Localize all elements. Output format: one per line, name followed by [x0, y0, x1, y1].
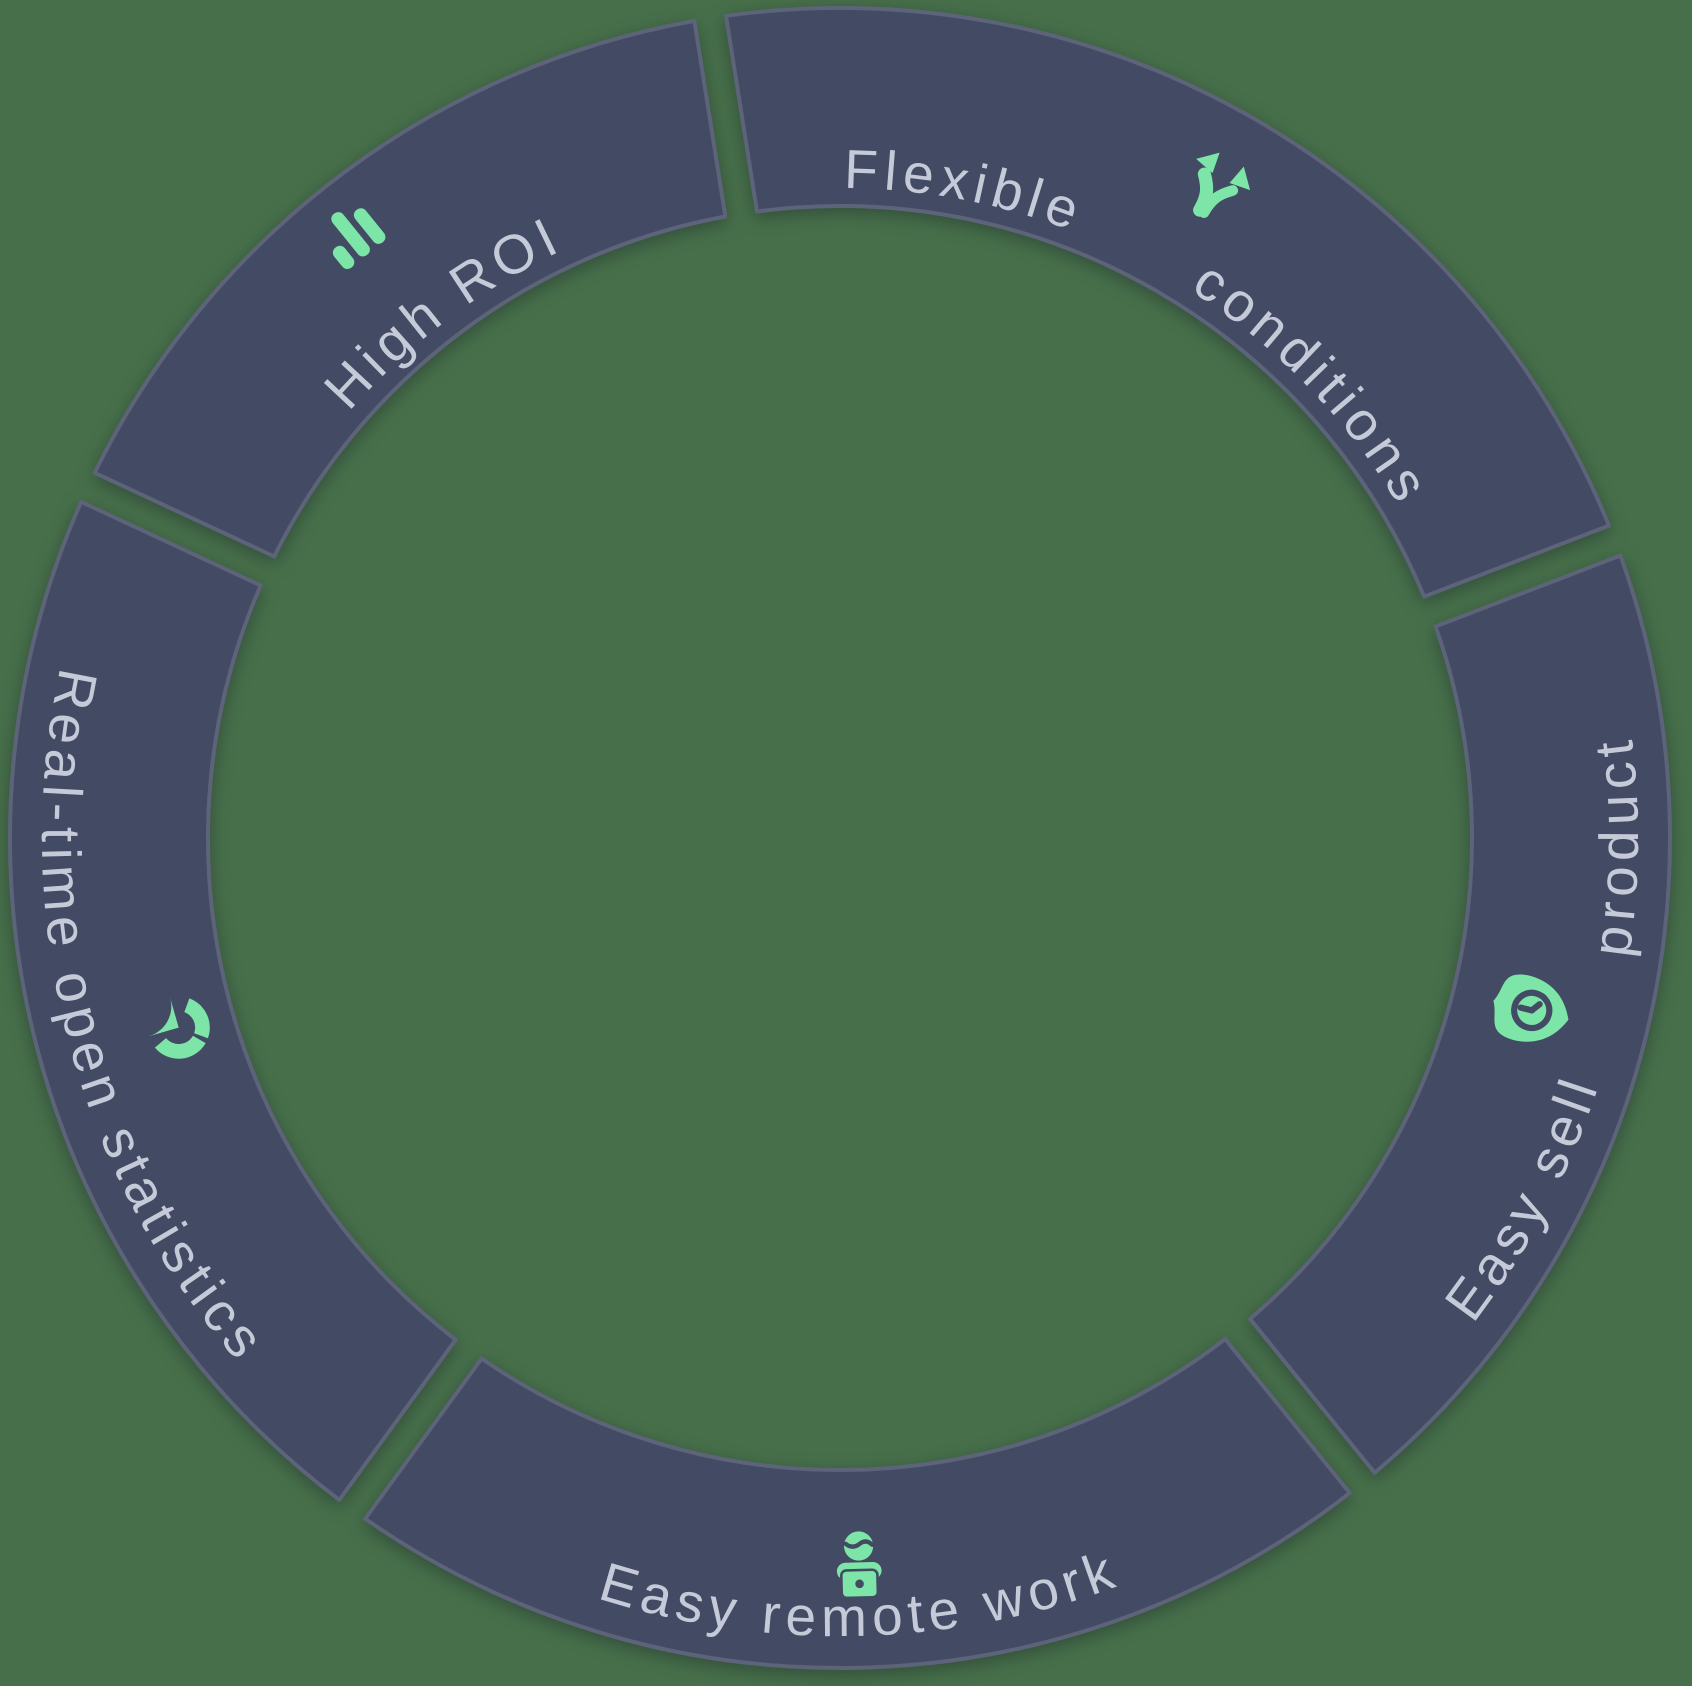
- segment-shape-real-time-open-statistics: [8, 499, 458, 1502]
- segment-high-roi: High ROI: [92, 18, 728, 559]
- segment-shape-easy-remote-work: [363, 1337, 1352, 1670]
- segment-flexible-conditions: Flexible conditions: [723, 6, 1611, 599]
- segment-easy-remote-work: Easy remote work: [363, 1337, 1352, 1670]
- segment-shape-easy-sell-product: [1248, 553, 1672, 1475]
- segment-shape-flexible-conditions: [723, 6, 1611, 599]
- segment-real-time-open-statistics: Real-time open statistics: [8, 499, 458, 1502]
- segment-easy-sell-product: Easy sell product: [1248, 553, 1672, 1475]
- segment-shape-high-roi: [92, 18, 728, 559]
